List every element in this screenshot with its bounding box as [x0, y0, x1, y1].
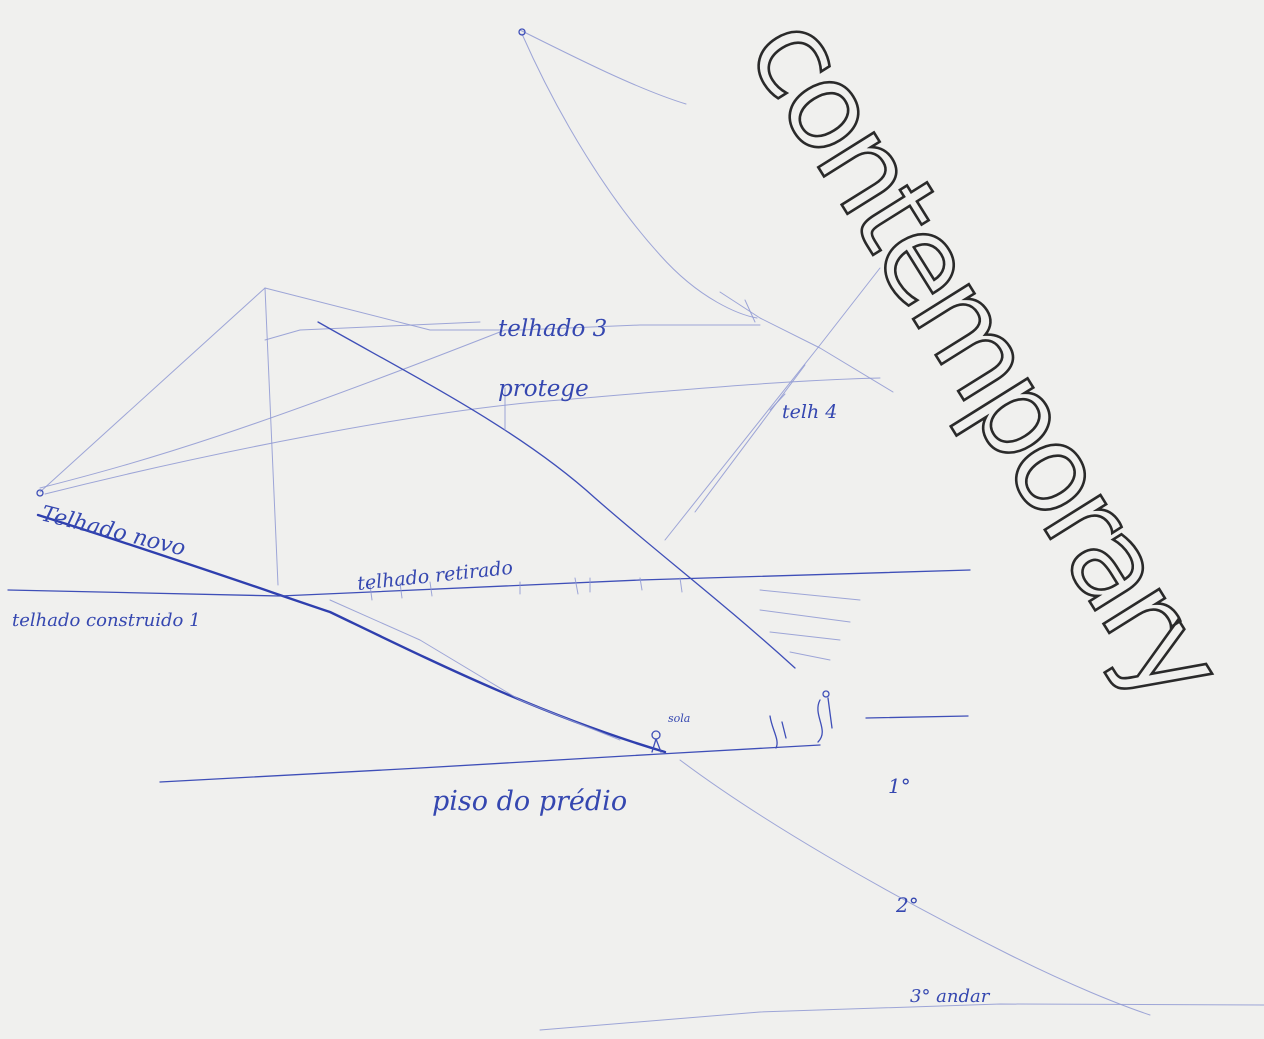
label-telhado-4: telh 4 [782, 401, 837, 423]
telhado-horizontal-line [7, 569, 971, 741]
label-piso-do-predio: piso do prédio [432, 786, 627, 817]
label-telhado-3: telhado 3 [498, 316, 607, 342]
main-diagonals [317, 267, 894, 669]
label-protege: protege [498, 376, 589, 402]
label-andar-3: 3° andar [910, 986, 991, 1007]
label-telhado-novo: Telhado novo [39, 502, 188, 562]
piso-floor-line [159, 690, 969, 783]
label-sola: sola [668, 712, 690, 725]
left-triangle-volume [39, 287, 881, 586]
label-telhado-construido: telhado construido 1 [12, 610, 201, 631]
label-andar-2: 2° [895, 893, 919, 917]
label-andar-1: 1° [888, 774, 911, 798]
top-construction-lines [518, 28, 758, 319]
andar-descending-line [539, 759, 1264, 1031]
